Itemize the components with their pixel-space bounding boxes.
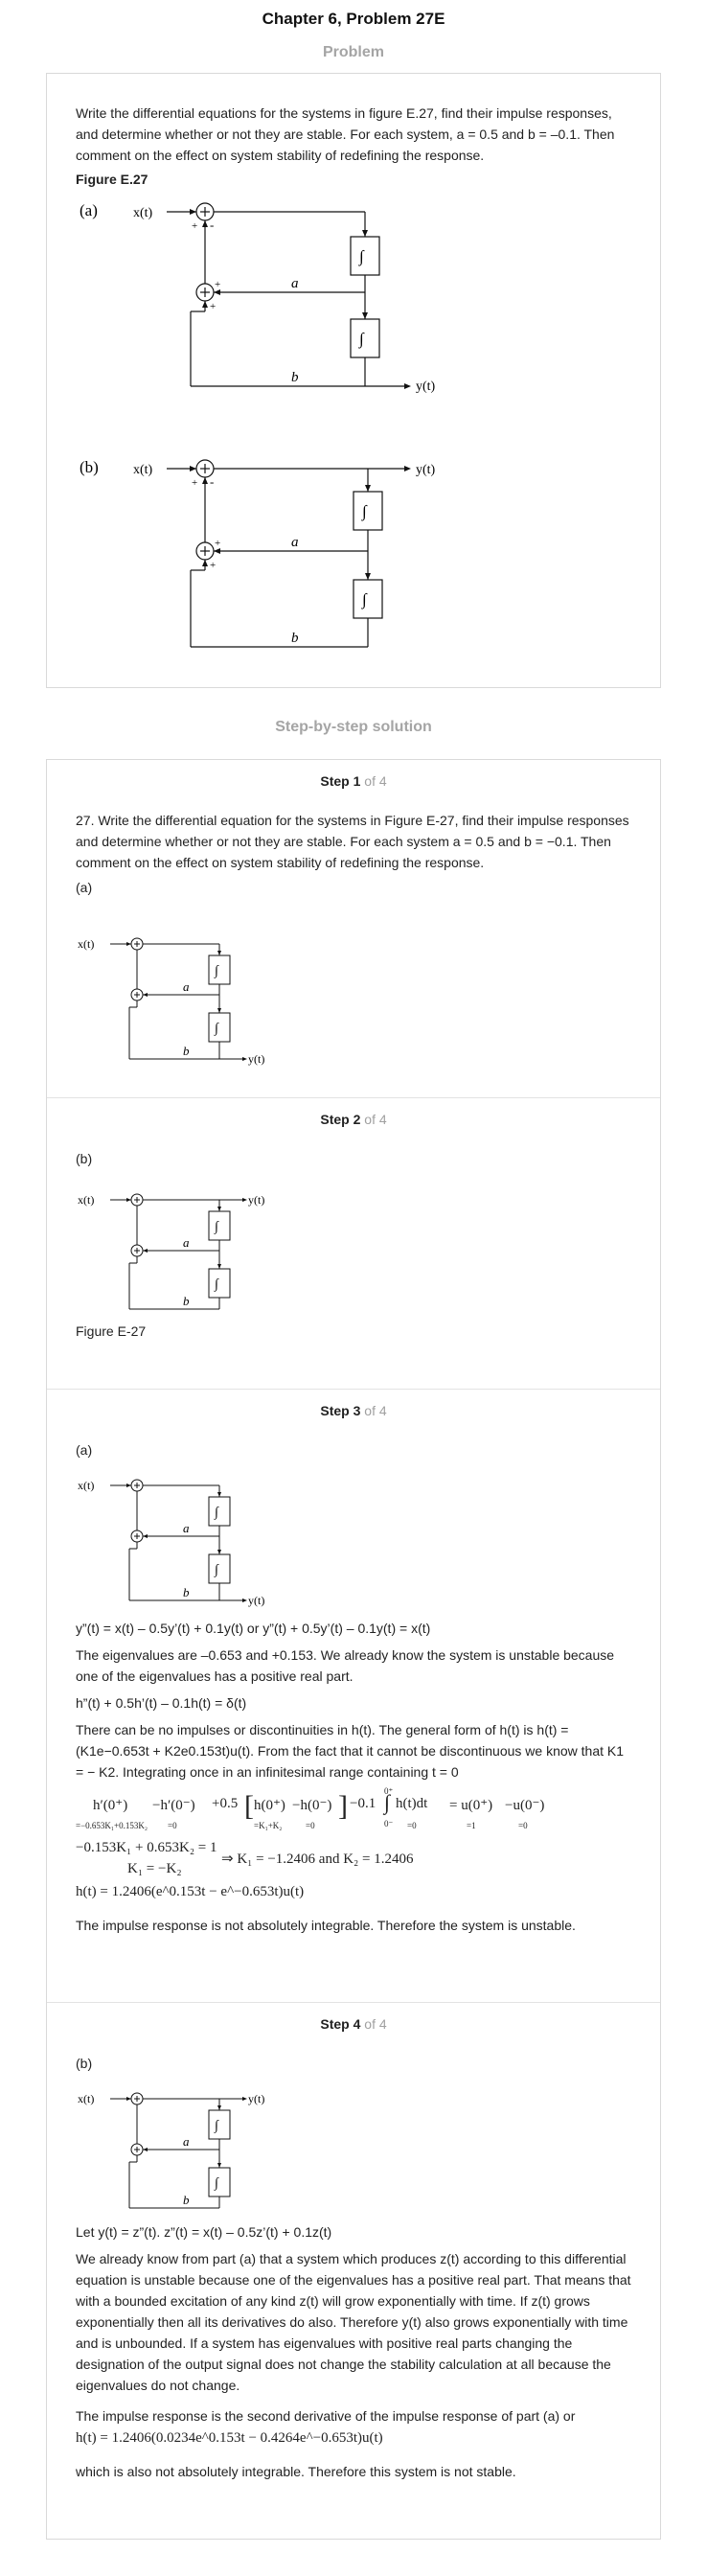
step-1: Step 1 of 4 27. Write the differential e… bbox=[47, 760, 660, 1097]
diagram-a-integrator-2: ∫ bbox=[358, 330, 365, 349]
step-3-para2: There can be no impulses or discontinuit… bbox=[76, 1722, 625, 1780]
step-3-eq2: h”(t) + 0.5h’(t) – 0.1h(t) = δ(t) bbox=[76, 1695, 247, 1711]
figure-title: Figure E.27 bbox=[76, 172, 148, 187]
step-3-para3: The impulse response is not absolutely i… bbox=[76, 1918, 576, 1933]
diagram-b-output: y(t) bbox=[416, 463, 436, 477]
diagram-a-input: x(t) bbox=[133, 206, 153, 220]
diagram-a-gain-a: a bbox=[291, 276, 299, 291]
diagram-b-integrator-2: ∫ bbox=[361, 590, 368, 610]
step-3-header: Step 3 of 4 bbox=[320, 1403, 387, 1418]
step-3-para1: The eigenvalues are –0.653 and +0.153. W… bbox=[76, 1647, 615, 1684]
step-1-diagram-integrator-2: ∫ bbox=[214, 1022, 219, 1036]
step-2-diagram-gain-b: b bbox=[183, 1294, 190, 1308]
step-4-label: (b) bbox=[76, 2056, 93, 2071]
diagram-b-sign-4: + bbox=[210, 560, 216, 571]
step-3-diagram: x(t) y(t) a b ∫ ∫ bbox=[78, 1479, 264, 1607]
step-3-diagram-integrator-1: ∫ bbox=[214, 1506, 219, 1520]
step-3-math-line1: h′(0⁺) =−0.653K₁+0.153K₂ −h′(0⁻) =0 +0.5… bbox=[76, 1786, 545, 1830]
diagram-b-input: x(t) bbox=[133, 463, 153, 477]
diagram-a-sign-4: + bbox=[210, 301, 216, 312]
step-1-diagram-output: y(t) bbox=[248, 1052, 264, 1066]
step-3-math-line2: −0.153K₁ + 0.653K₂ = 1 bbox=[76, 1840, 217, 1855]
step-3-diagram-gain-b: b bbox=[183, 1585, 190, 1599]
step-1-text: 27. Write the differential equation for … bbox=[76, 813, 629, 870]
step-4-diagram-gain-a: a bbox=[183, 2134, 190, 2149]
solution-section-label: Step-by-step solution bbox=[275, 719, 432, 735]
step-1-diagram-input: x(t) bbox=[78, 937, 94, 951]
step-1-label: (a) bbox=[76, 880, 93, 895]
diagram-b-sign-3: + bbox=[215, 538, 220, 549]
diagram-a-sign-3: + bbox=[215, 279, 220, 290]
step-3-math-line3: K₁ = −K₂ bbox=[127, 1861, 182, 1876]
step-2-header: Step 2 of 4 bbox=[320, 1112, 387, 1127]
step-1-diagram-integrator-1: ∫ bbox=[214, 964, 219, 978]
step-4-para2: The impulse response is the second deriv… bbox=[76, 2408, 576, 2424]
step-3-diagram-input: x(t) bbox=[78, 1479, 94, 1492]
step-2-diagram-input: x(t) bbox=[78, 1193, 94, 1207]
diagram-b-gain-a: a bbox=[291, 535, 299, 550]
step-4-diagram-output: y(t) bbox=[248, 2092, 264, 2105]
step-1-header: Step 1 of 4 bbox=[320, 773, 387, 789]
step-4-header: Step 4 of 4 bbox=[320, 2016, 387, 2032]
step-4-diagram-gain-b: b bbox=[183, 2193, 190, 2207]
step-3-math-implies: ⇒ K₁ = −1.2406 and K₂ = 1.2406 bbox=[221, 1852, 414, 1867]
diagram-a-label: (a) bbox=[80, 201, 98, 219]
diagram-b-gain-b: b bbox=[291, 631, 299, 646]
step-2-label: (b) bbox=[76, 1151, 93, 1166]
step-2-diagram-integrator-2: ∫ bbox=[214, 1277, 219, 1292]
step-2-diagram: x(t) y(t) a b ∫ ∫ bbox=[78, 1193, 264, 1310]
step-4-diagram-input: x(t) bbox=[78, 2092, 94, 2105]
diagram-a-gain-b: b bbox=[291, 370, 299, 385]
diagram-b-integrator-1: ∫ bbox=[361, 502, 368, 521]
step-2-diagram-gain-a: a bbox=[183, 1235, 190, 1250]
step-1-diagram-gain-a: a bbox=[183, 979, 190, 994]
problem-box: Write the differential equations for the… bbox=[46, 73, 661, 688]
step-4-diagram-integrator-2: ∫ bbox=[214, 2176, 219, 2191]
diagram-a-integrator-1: ∫ bbox=[358, 247, 365, 266]
step-1-diagram-gain-b: b bbox=[183, 1044, 190, 1058]
step-4-eq1: Let y(t) = z”(t). z”(t) = x(t) – 0.5z’(t… bbox=[76, 2224, 332, 2240]
solution-steps: Step 1 of 4 27. Write the differential e… bbox=[46, 759, 661, 2540]
step-3-diagram-gain-a: a bbox=[183, 1521, 190, 1535]
step-4-result: h(t) = 1.2406(0.0234e^0.153t − 0.4264e^−… bbox=[76, 2430, 383, 2446]
step-4-diagram: x(t) y(t) a b ∫ ∫ bbox=[78, 2092, 264, 2209]
page-title: Chapter 6, Problem 27E bbox=[262, 10, 445, 28]
diagram-b-sign-1: + bbox=[192, 477, 197, 489]
step-2-diagram-output: y(t) bbox=[248, 1193, 264, 1207]
diagram-a-sign-2: - bbox=[210, 218, 214, 232]
diagram-b-label: (b) bbox=[80, 458, 99, 476]
step-3-label: (a) bbox=[76, 1442, 93, 1458]
diagram-a-output: y(t) bbox=[416, 380, 436, 394]
step-3-diagram-output: y(t) bbox=[248, 1594, 264, 1607]
figure-diagram-b: (b) x(t) y(t) a b ∫ ∫ + - + + bbox=[80, 458, 436, 648]
figure-diagram-a: (a) x(t) y(t) a b ∫ ∫ + - + + bbox=[80, 201, 436, 394]
step-2: Step 2 of 4 (b) bbox=[47, 1097, 660, 1389]
step-1-diagram: x(t) y(t) a b ∫ ∫ bbox=[78, 937, 264, 1066]
step-4-para1: We already know from part (a) that a sys… bbox=[76, 2251, 631, 2393]
diagram-a-sign-1: + bbox=[192, 220, 197, 232]
step-4-diagram-integrator-1: ∫ bbox=[214, 2119, 219, 2133]
step-3-diagram-integrator-2: ∫ bbox=[214, 1563, 219, 1577]
step-3-math-result: h(t) = 1.2406(e^0.153t − e^−0.653t)u(t) bbox=[76, 1884, 305, 1899]
diagram-b-sign-2: - bbox=[210, 474, 214, 489]
step-4-para3: which is also not absolutely integrable.… bbox=[76, 2464, 516, 2479]
step-3-eq1: y”(t) = x(t) – 0.5y’(t) + 0.1y(t) or y”(… bbox=[76, 1621, 431, 1636]
step-3: Step 3 of 4 (a) bbox=[47, 1389, 660, 2002]
step-2-caption: Figure E-27 bbox=[76, 1323, 147, 1339]
problem-text: Write the differential equations for the… bbox=[76, 105, 615, 163]
step-4: Step 4 of 4 (b) bbox=[47, 2002, 660, 2539]
problem-section-label: Problem bbox=[322, 44, 384, 60]
step-2-diagram-integrator-1: ∫ bbox=[214, 1220, 219, 1234]
